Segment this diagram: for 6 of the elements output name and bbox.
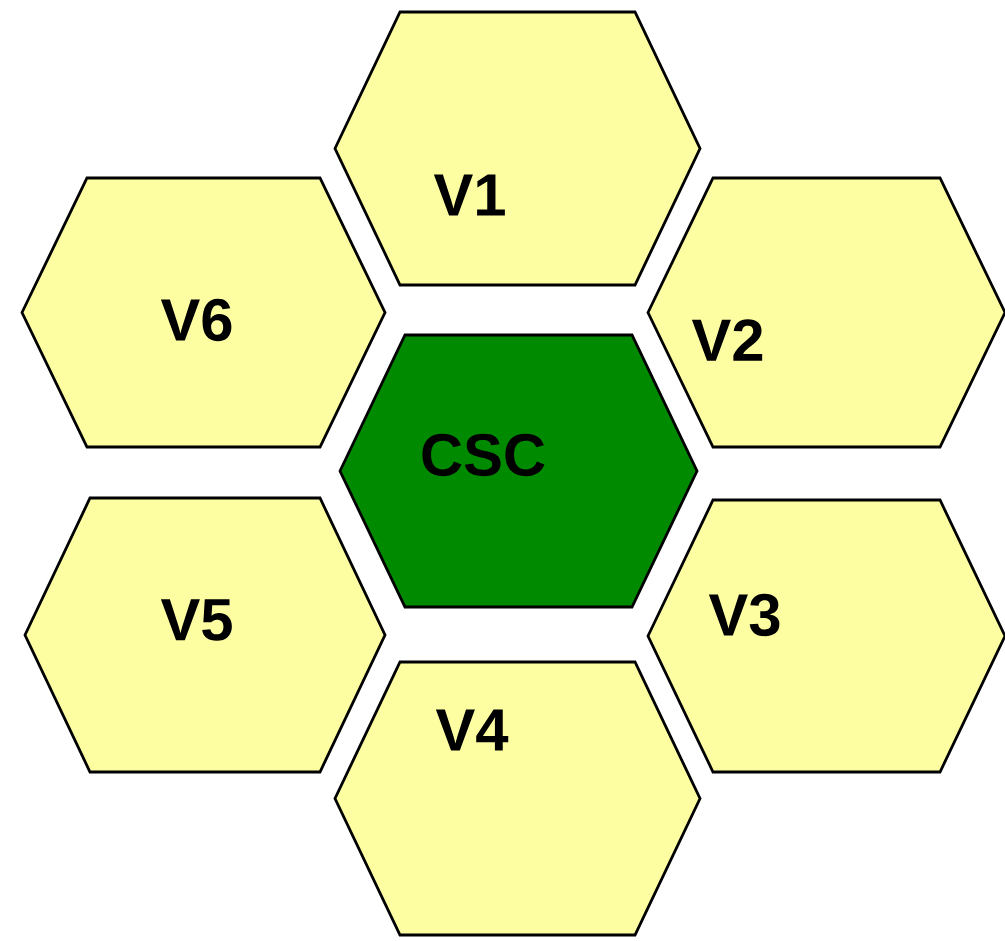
hexagon: V5 xyxy=(23,496,387,774)
hexagon: V6 xyxy=(20,176,387,449)
hexagon: V3 xyxy=(646,498,1005,774)
hexagon: V1 xyxy=(333,10,702,287)
hexagon: V4 xyxy=(333,660,702,937)
hexagon: V2 xyxy=(646,176,1005,449)
